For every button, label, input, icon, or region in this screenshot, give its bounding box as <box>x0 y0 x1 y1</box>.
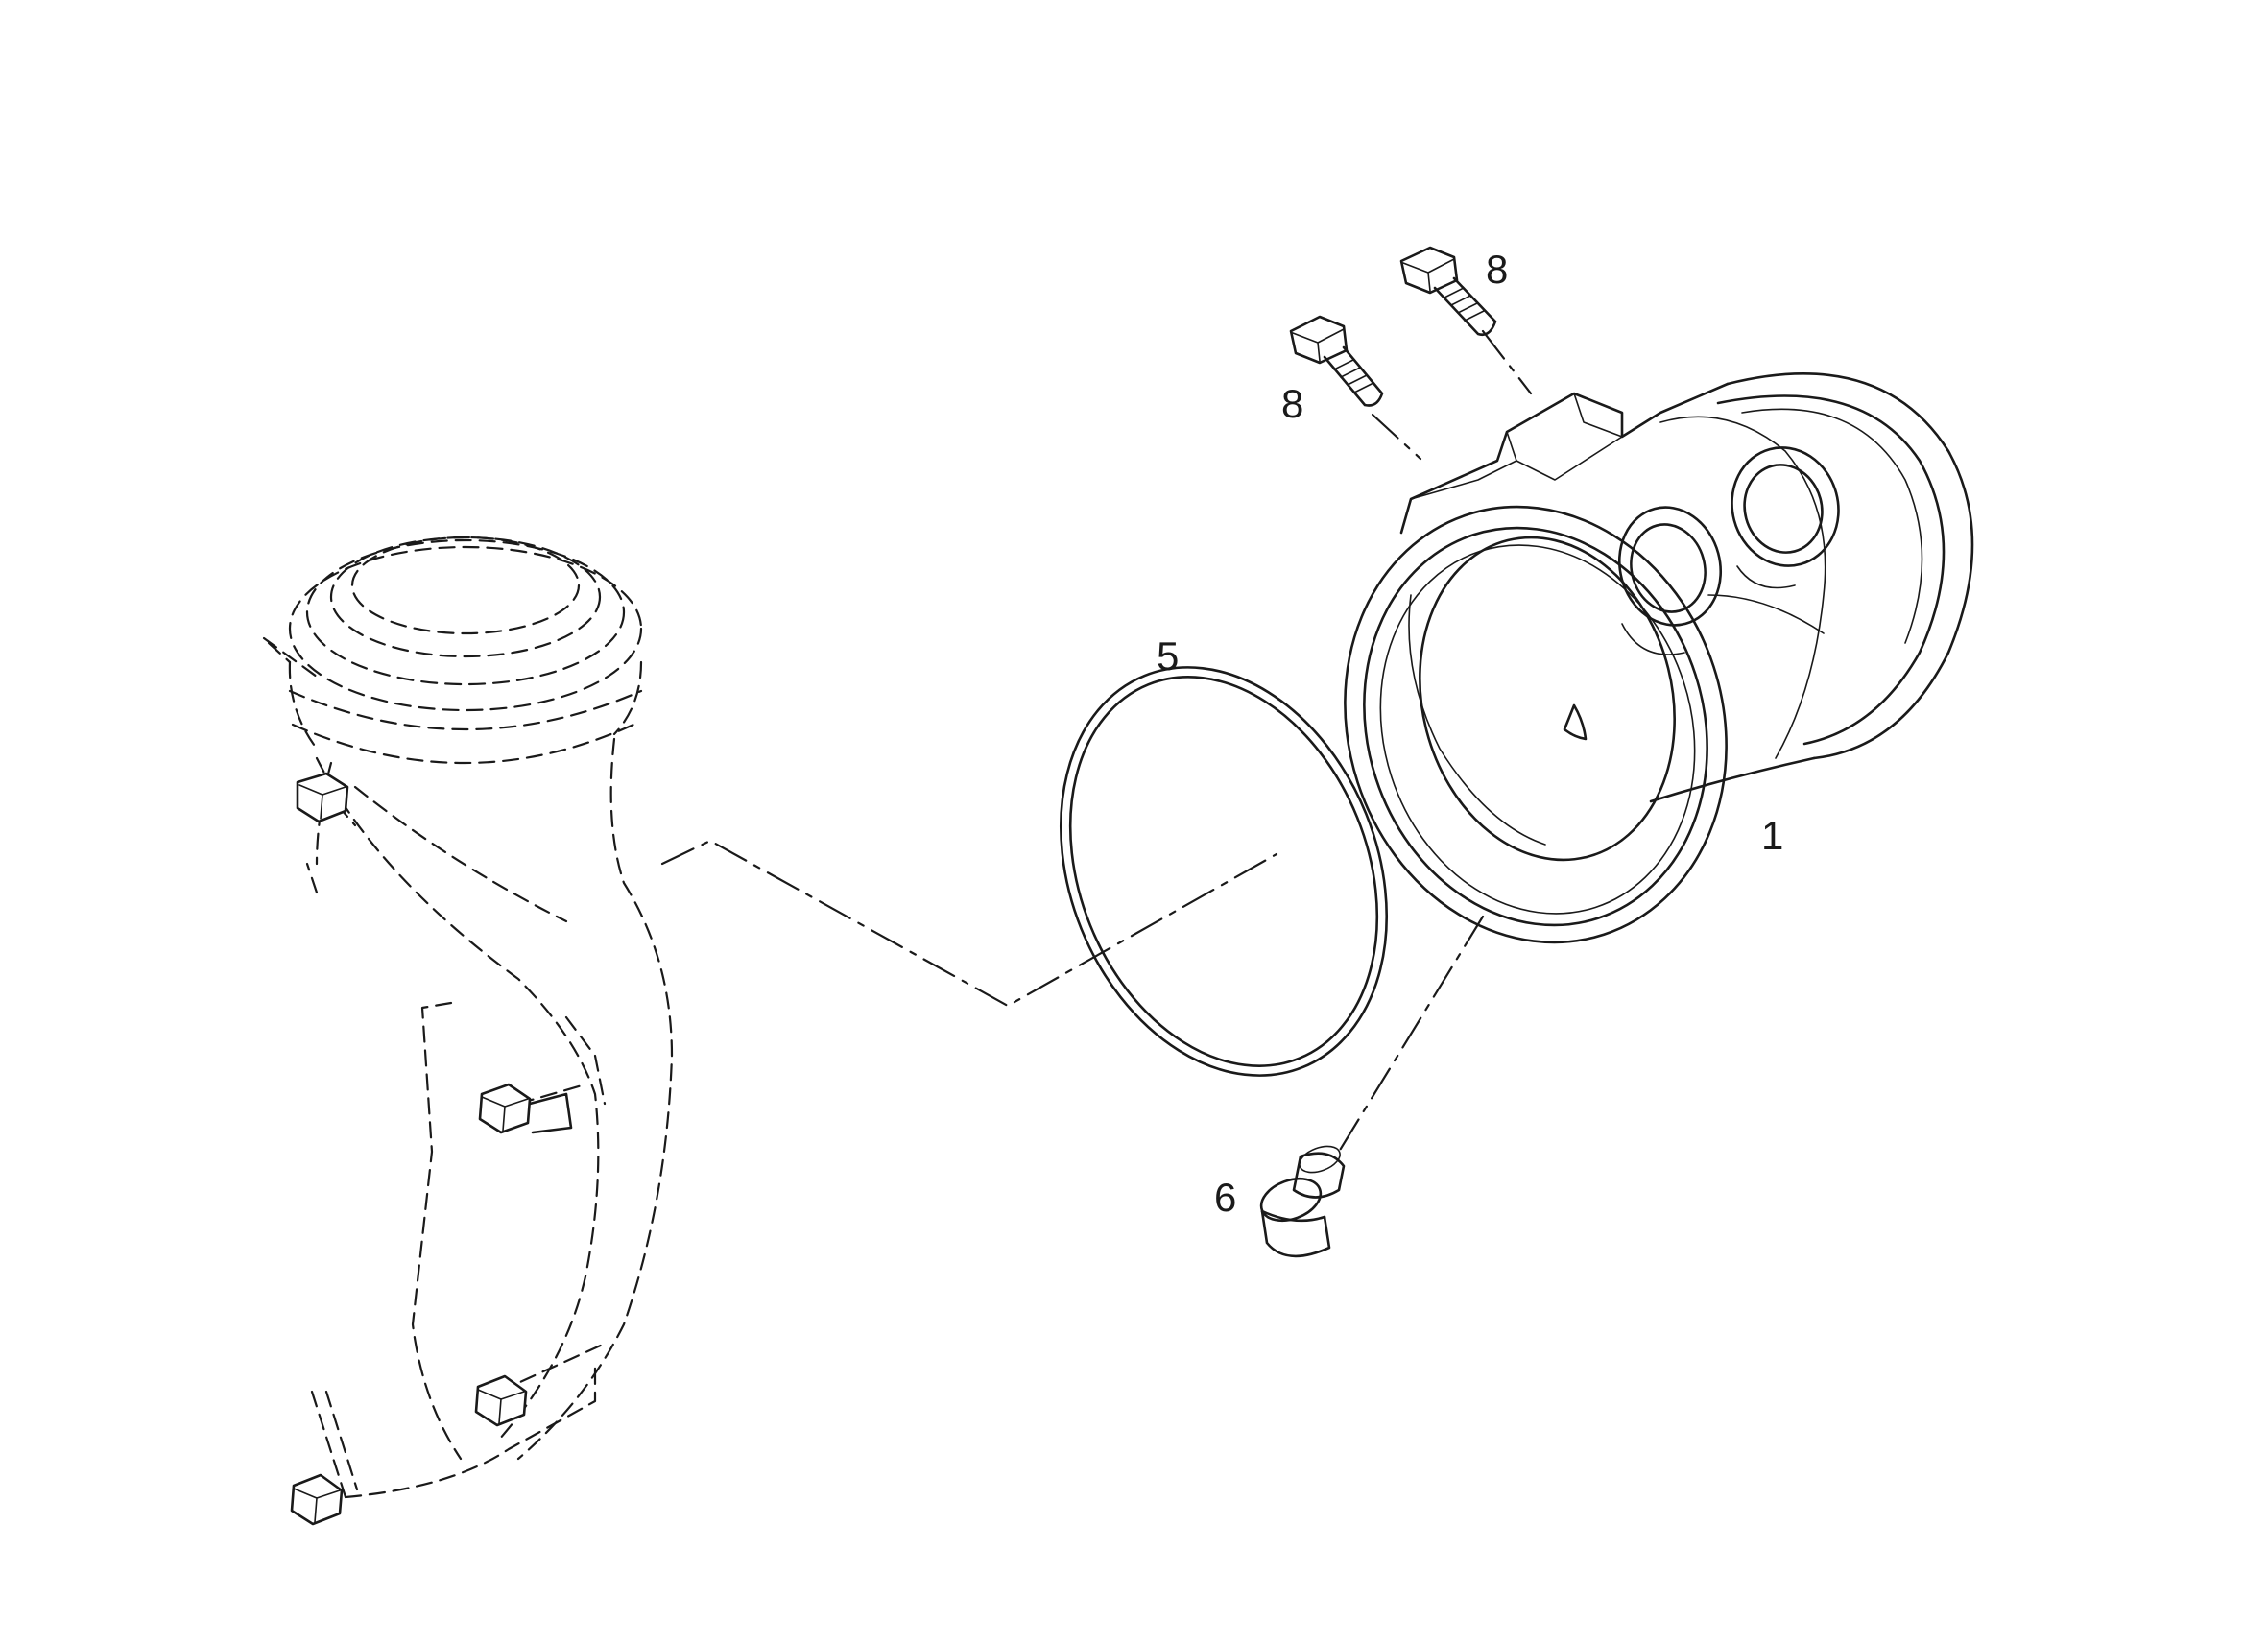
o-ring-part <box>1059 666 1389 1077</box>
callout-o-ring: 5 <box>1157 633 1179 679</box>
flange-bolt-lower <box>1289 315 1384 407</box>
housing-part <box>1344 372 1974 944</box>
elbow-hex-bolt-lower <box>474 1374 528 1427</box>
phantom-exhaust-elbow <box>262 536 674 1499</box>
callout-bolt-upper: 8 <box>1486 247 1508 292</box>
elbow-hex-bolt-middle <box>478 1083 573 1134</box>
elbow-hex-bolt-top <box>296 772 349 823</box>
callout-housing: 1 <box>1761 813 1783 858</box>
elbow-hex-bolt-bottom <box>290 1473 344 1526</box>
callout-bolt-lower: 8 <box>1281 381 1303 426</box>
leader-lines <box>660 329 1533 1154</box>
callout-plug: 6 <box>1214 1175 1236 1220</box>
plug-part <box>1259 1145 1346 1258</box>
flange-bolt-upper <box>1399 246 1497 336</box>
